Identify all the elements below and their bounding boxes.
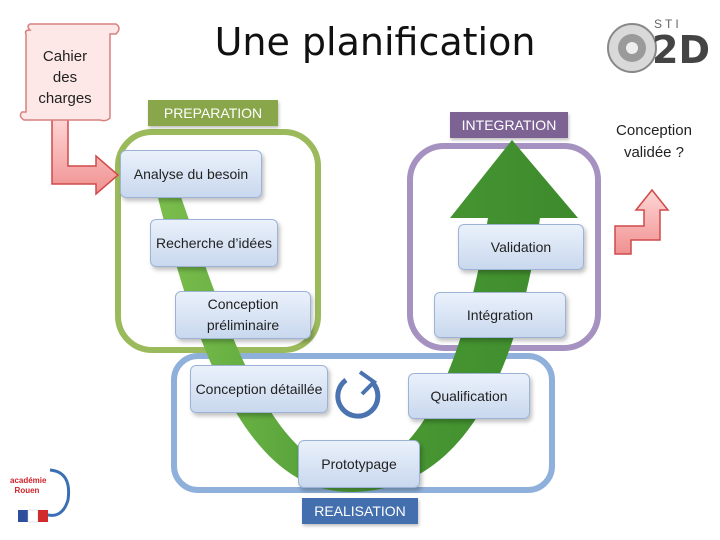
step-label: Analyse du besoin [133,165,249,182]
scroll-shape [19,23,120,122]
step-label: Validation [490,238,552,255]
input-arrow [51,117,120,196]
logo-2d-text: 2D [652,28,710,72]
step-label: Recherche d’idées [156,234,272,251]
step-label: Qualification [430,387,508,404]
realisation-label: REALISATION [302,498,418,524]
step-label: Prototypage [321,455,397,472]
step-recherche-idees: Recherche d’idées [150,219,278,267]
page-title: Une planification [214,20,536,64]
step-validation: Validation [458,224,584,270]
integration-label: INTEGRATION [450,112,568,138]
step-integration: Intégration [434,292,566,338]
preparation-label: PREPARATION [148,100,278,126]
step-analyse-du-besoin: Analyse du besoin [120,150,262,198]
academy-logo-graphic [18,468,71,523]
sti2d-logo-disc [607,23,657,73]
cahier-des-charges-label: Cahier des charges [38,48,92,107]
step-label: Conception détaillée [195,380,323,397]
step-conception-preliminaire: Conception préliminaire [175,291,311,339]
logo-sti-text: STI [654,17,682,31]
step-conception-detaillee: Conception détaillée [190,365,328,413]
cycle-icon [335,370,381,419]
academy-logo-text: académie Rouen [10,476,47,495]
step-qualification: Qualification [408,373,530,419]
step-label: Intégration [466,306,534,323]
conception-validee-label: Conception validée ? [616,122,692,161]
output-arrow [614,188,670,255]
step-prototypage: Prototypage [298,440,420,488]
step-label: Conception préliminaire [206,296,280,333]
